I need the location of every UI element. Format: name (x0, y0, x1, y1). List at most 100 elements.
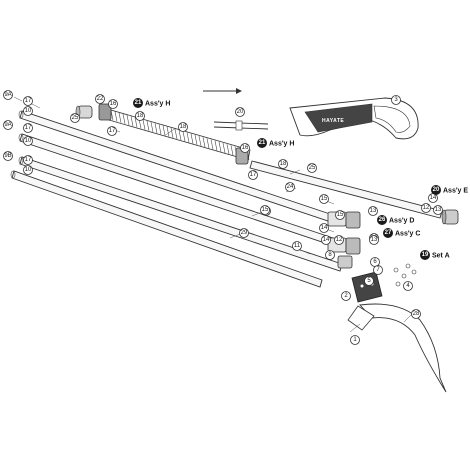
assembly-marker-dot (431, 185, 441, 195)
part-balloon-circle (239, 228, 249, 238)
pole-tube-upper (249, 160, 443, 219)
part-balloon: 17 (107, 126, 117, 136)
part-balloon: 18 (278, 159, 288, 169)
part-balloon-circle (285, 182, 295, 192)
arrow-right-icon (203, 88, 242, 94)
part-balloon: 15 (319, 194, 329, 204)
part-balloon: 13 (368, 206, 378, 216)
part-balloon-circle (364, 276, 374, 286)
part-number: 2 (344, 293, 348, 299)
part-number: 20 (237, 109, 244, 115)
assembly-label: Ass'y H (269, 141, 294, 148)
part-balloon: 14 (321, 235, 331, 245)
part-balloon-circle (321, 235, 331, 245)
part-balloon-circle (369, 235, 379, 245)
assembly-label: Set A (432, 253, 450, 260)
part-balloon-circle (278, 159, 288, 169)
part-number: 12 (336, 237, 343, 243)
part-balloon: 12 (334, 235, 344, 245)
part-balloon: 22 (95, 94, 105, 104)
end-cap-22 (75, 105, 93, 119)
part-balloon: 17 (23, 155, 33, 165)
part-number: 13 (370, 208, 377, 214)
part-balloon: 10 (23, 165, 33, 175)
part-balloon-circle (421, 203, 431, 213)
part-number: 9A (4, 122, 11, 128)
part-balloon: 14 (428, 193, 438, 203)
part-number: 15 (337, 212, 344, 218)
part-balloon-circle (391, 95, 401, 105)
part-balloon: 12 (421, 203, 431, 213)
part-balloon: 7 (373, 265, 383, 275)
part-balloon-circle (373, 265, 383, 275)
part-balloon: 20 (235, 107, 245, 117)
pruning-hook-blade (347, 303, 447, 393)
part-number: 10 (25, 108, 32, 114)
assembly-number: 27 (385, 230, 392, 236)
part-balloon-circle (178, 122, 188, 132)
part-balloon: 11 (292, 241, 302, 251)
part-balloon: 25 (307, 163, 317, 173)
assembly-number: 21 (135, 100, 142, 106)
part-balloon: 15 (335, 210, 345, 220)
part-number: 24 (287, 184, 294, 190)
part-balloon-circle (108, 99, 118, 109)
part-balloon: 24 (285, 182, 295, 192)
part-balloon-circle (23, 106, 33, 116)
part-balloon-circle (248, 170, 258, 180)
part-number: 14 (430, 195, 437, 201)
part-number: 17 (25, 98, 32, 104)
part-balloon-circle (135, 111, 145, 121)
part-balloon: 13 (433, 205, 443, 215)
part-number: 14 (323, 237, 330, 243)
part-number: 13 (435, 207, 442, 213)
part-balloon-circle (411, 309, 421, 319)
part-balloon: 13 (369, 235, 379, 245)
assembly-marker-dot (133, 98, 143, 108)
part-balloon-circle (70, 113, 80, 123)
part-number: 5 (367, 278, 371, 284)
part-balloon: 15 (260, 205, 270, 215)
part-number: 16 (242, 145, 249, 151)
clamp-lower (337, 255, 353, 269)
part-balloon: 4 (403, 281, 413, 291)
assembly-label: Ass'y C (395, 231, 420, 238)
part-number: 25 (72, 115, 79, 121)
part-balloon-circle (260, 205, 270, 215)
part-balloon: 16 (108, 99, 118, 109)
part-balloon: 28 (411, 309, 421, 319)
part-balloon-circle (307, 163, 317, 173)
part-balloon: 17 (248, 170, 258, 180)
part-balloon: 25 (70, 113, 80, 123)
part-number: 29 (241, 230, 248, 236)
part-number: 12 (423, 205, 430, 211)
part-balloon-circle (23, 155, 33, 165)
part-balloon-circle (350, 335, 360, 345)
part-balloon-circle (3, 120, 13, 130)
part-balloon: 18 (178, 122, 188, 132)
assembly-label: Ass'y E (443, 188, 468, 195)
part-number: 17 (109, 128, 116, 134)
part-balloon: 3 (391, 95, 401, 105)
part-balloon-circle (23, 136, 33, 146)
assembly-label: Ass'y D (389, 218, 414, 225)
part-number: 17 (250, 172, 257, 178)
part-number: 25 (309, 165, 316, 171)
part-balloon-circle (403, 281, 413, 291)
part-balloon: 9A (3, 90, 13, 100)
part-balloon-circle (319, 223, 329, 233)
part-number: 17 (25, 157, 32, 163)
assembly-number: 20 (433, 187, 440, 193)
part-number: 28 (413, 311, 420, 317)
part-balloon-circle (3, 90, 13, 100)
part-balloon-circle (292, 241, 302, 251)
part-balloon: 1 (350, 335, 360, 345)
part-balloon: 8 (325, 250, 335, 260)
